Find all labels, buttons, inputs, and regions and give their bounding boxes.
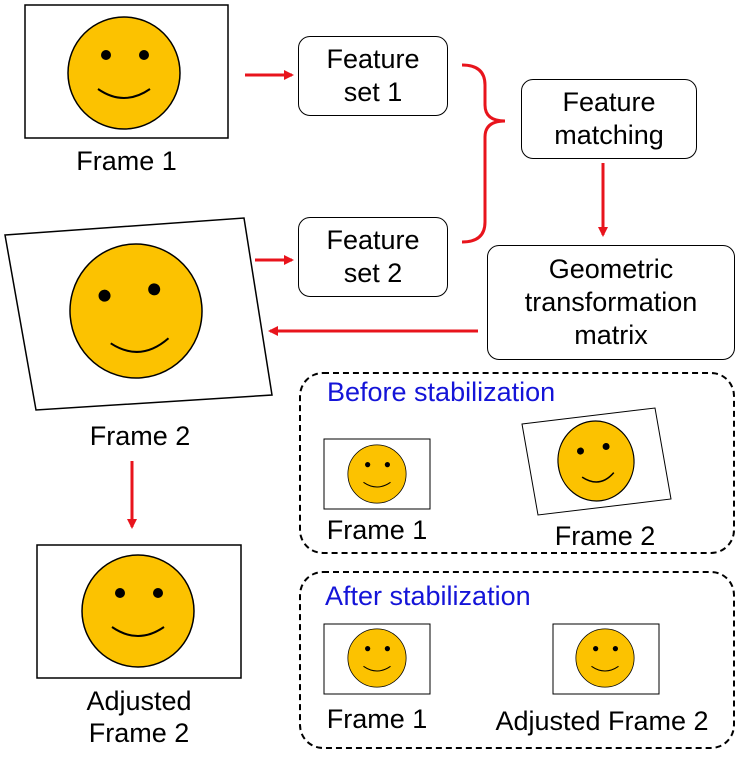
after-stabilization-title: After stabilization <box>325 581 531 611</box>
feature-matching-box: Feature matching <box>521 79 697 159</box>
frame2-image <box>4 217 273 411</box>
before-stabilization-title: Before stabilization <box>327 377 556 407</box>
frame2-label: Frame 2 <box>89 421 191 451</box>
feature-set-1-box: Feature set 1 <box>298 36 448 116</box>
after-adjusted-frame2-label: Adjusted Frame 2 <box>495 706 709 736</box>
before-frame1-label: Frame 1 <box>326 515 428 545</box>
before-frame1-thumb <box>323 438 431 510</box>
adjusted-frame2-label: Adjusted Frame 2 <box>86 686 192 748</box>
adjusted-frame2-image <box>36 544 242 679</box>
after-stabilization-panel <box>299 571 735 749</box>
before-stabilization-panel <box>299 372 735 554</box>
after-frame1-label: Frame 1 <box>326 704 428 734</box>
frame1-image <box>24 4 229 139</box>
after-frame1-thumb <box>323 623 431 695</box>
feature-set-2-box: Feature set 2 <box>298 217 448 297</box>
after-adjusted-frame2-thumb <box>552 623 660 695</box>
geometric-transformation-box: Geometric transformation matrix <box>487 245 735 360</box>
before-frame2-label: Frame 2 <box>554 521 656 551</box>
frame1-label: Frame 1 <box>76 146 177 176</box>
curly-brace <box>461 63 506 244</box>
before-frame2-thumb <box>521 407 672 516</box>
